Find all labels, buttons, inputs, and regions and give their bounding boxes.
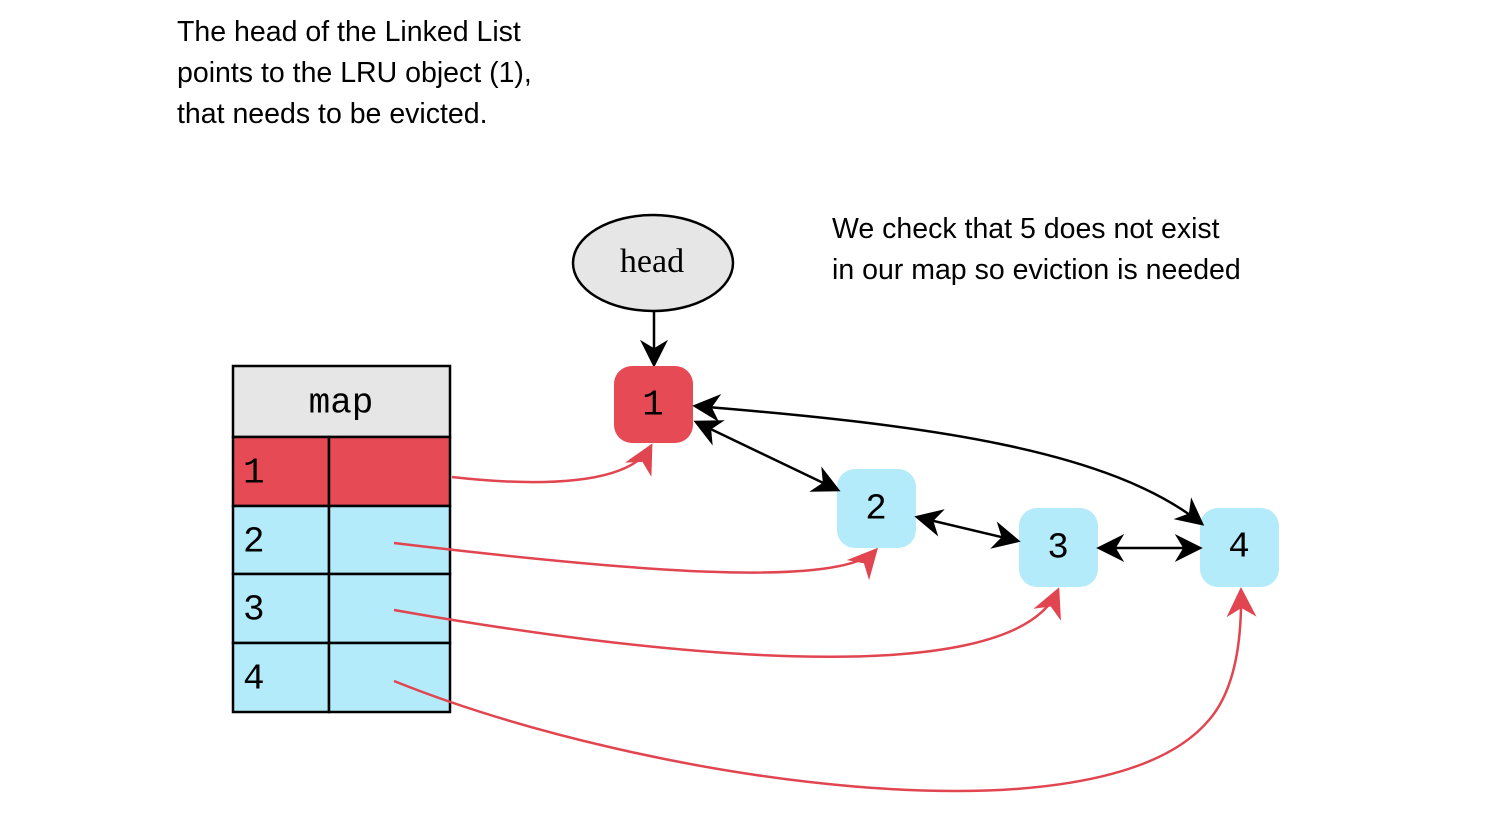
head-node: head — [571, 213, 735, 313]
list-node-2: 2 — [837, 469, 916, 548]
map-value-cell — [327, 572, 452, 645]
map-row-1: 1 — [231, 435, 452, 508]
map-value-cell — [327, 641, 452, 714]
link-1-2 — [693, 420, 841, 492]
list-node-3: 3 — [1019, 508, 1098, 587]
map-pointer-3 — [393, 587, 1061, 659]
link-2-3 — [914, 509, 1021, 549]
map-pointer-1 — [451, 443, 653, 484]
map-row-2: 2 — [231, 504, 452, 576]
map-key: 4 — [243, 659, 265, 700]
node-label: 4 — [1228, 527, 1250, 568]
map-value-cell — [327, 435, 452, 508]
list-node-4: 4 — [1200, 508, 1279, 587]
map-value-cell — [327, 504, 452, 576]
node-label: 1 — [642, 385, 664, 426]
node-label: 2 — [865, 489, 887, 530]
head-note: The head of the Linked List points to th… — [177, 16, 532, 130]
map-row-3: 3 — [231, 572, 452, 645]
link-1-4 — [692, 394, 1205, 526]
head-label: head — [620, 243, 684, 280]
list-node-1: 1 — [614, 366, 693, 443]
map-title: map — [309, 383, 374, 424]
map-pointer-2 — [393, 541, 879, 581]
map-row-4: 4 — [231, 641, 452, 714]
map-key: 1 — [243, 453, 265, 494]
map-key: 3 — [243, 590, 265, 631]
map-key: 2 — [243, 522, 265, 563]
node-label: 3 — [1047, 528, 1069, 569]
check-note: We check that 5 does not exist in our ma… — [832, 213, 1241, 286]
map-pointer-4 — [393, 587, 1257, 793]
map-table: map 1 2 3 4 — [231, 364, 452, 714]
map-header — [231, 364, 452, 439]
